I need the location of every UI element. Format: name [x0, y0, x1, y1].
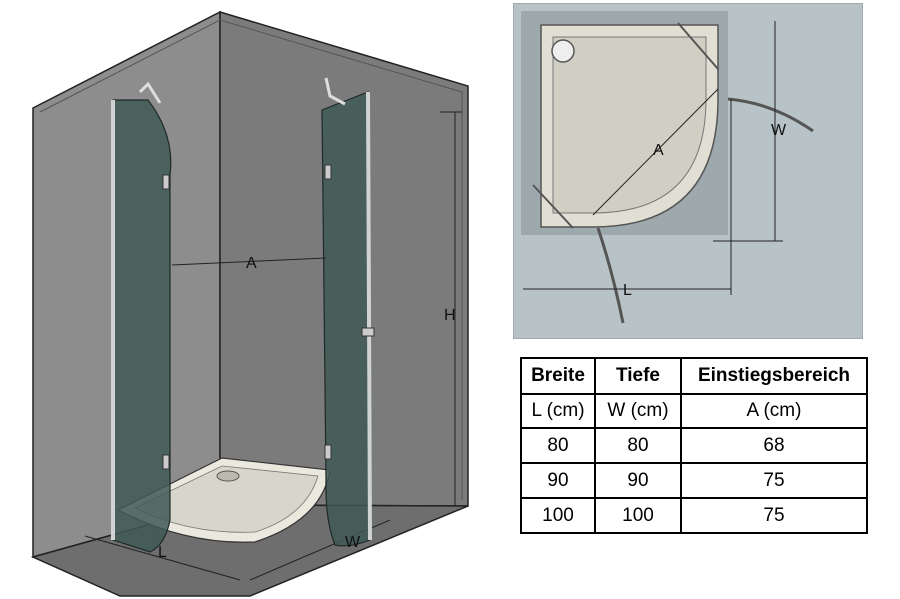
dim-label-l: L: [158, 544, 167, 561]
table-row: 80 80 68: [520, 427, 868, 464]
hinge-icon: [324, 164, 332, 180]
dim-label-a: A: [653, 142, 664, 159]
stabilizer-line: [532, 184, 574, 229]
unit-a: A (cm): [680, 393, 868, 429]
plan-tray-inner: [552, 36, 707, 214]
dim-label-w: W: [771, 122, 787, 139]
unit-l: L (cm): [520, 393, 596, 429]
drain-icon: [216, 470, 240, 482]
cell-a: 75: [680, 462, 868, 499]
cell-w: 90: [594, 462, 682, 499]
dim-line-a: [592, 88, 719, 216]
dim-label-w: W: [345, 534, 361, 551]
dimension-table: Breite Tiefe Einstiegsbereich L (cm) W (…: [520, 357, 868, 534]
left-glass-door: [112, 99, 172, 553]
cell-a: 75: [680, 497, 868, 534]
right-glass-door: [321, 91, 371, 547]
dim-line-l: [84, 535, 241, 581]
cell-a: 68: [680, 427, 868, 464]
cell-l: 80: [520, 427, 596, 464]
drain-icon: [551, 39, 575, 63]
handle-icon: [361, 327, 375, 337]
cell-w: 80: [594, 427, 682, 464]
header-breite: Breite: [520, 357, 596, 395]
hinge-icon: [162, 174, 170, 190]
cell-l: 100: [520, 497, 596, 534]
header-row: Breite Tiefe Einstiegsbereich: [520, 357, 868, 395]
table-row: 90 90 75: [520, 462, 868, 499]
cell-w: 100: [594, 497, 682, 534]
table-row: 100 100 75: [520, 497, 868, 534]
header-einstiegsbereich: Einstiegsbereich: [680, 357, 868, 395]
cell-l: 90: [520, 462, 596, 499]
right-profile: [366, 91, 372, 541]
dim-label-l: L: [623, 282, 632, 299]
wall-edge: [39, 19, 463, 500]
hinge-icon: [162, 454, 170, 470]
stabilizer-bar-icon: [138, 81, 162, 104]
isometric-shower-view: H A L W: [30, 10, 469, 597]
dim-label-h: H: [444, 307, 456, 324]
stabilizer-line: [677, 22, 719, 70]
hinge-icon: [324, 444, 332, 460]
dim-label-a: A: [246, 255, 257, 272]
dim-line-a: [171, 257, 327, 266]
stabilizer-bar-icon: [324, 77, 346, 106]
unit-w: W (cm): [594, 393, 682, 429]
door-swing-l: [596, 227, 625, 324]
door-swing-w: [727, 97, 814, 133]
plan-view: A W L: [513, 3, 863, 339]
units-row: L (cm) W (cm) A (cm): [520, 393, 868, 429]
header-tiefe: Tiefe: [594, 357, 682, 395]
